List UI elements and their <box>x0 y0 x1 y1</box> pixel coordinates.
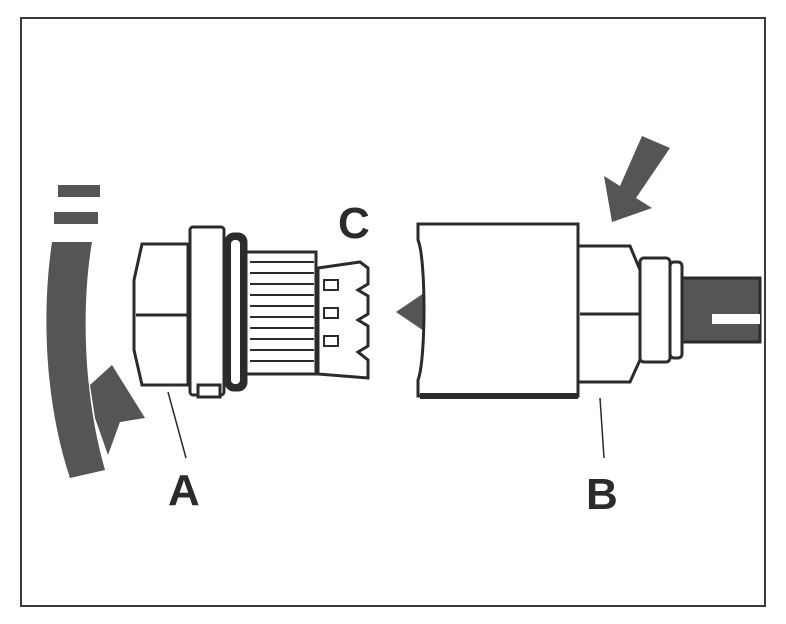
thread-section-a <box>244 250 318 376</box>
fitting-a <box>132 225 370 399</box>
cable-b <box>680 276 762 344</box>
flange-a <box>188 225 226 397</box>
leader-line-a <box>167 391 187 459</box>
label-c: C <box>338 199 370 248</box>
sleeve-b <box>416 222 580 398</box>
sensor-b <box>416 222 762 399</box>
leader-line-b <box>599 397 605 459</box>
label-b: B <box>586 470 618 519</box>
label-a: A <box>168 466 200 515</box>
push-arrow-icon <box>604 136 670 222</box>
rotate-arrow-icon <box>46 185 145 478</box>
